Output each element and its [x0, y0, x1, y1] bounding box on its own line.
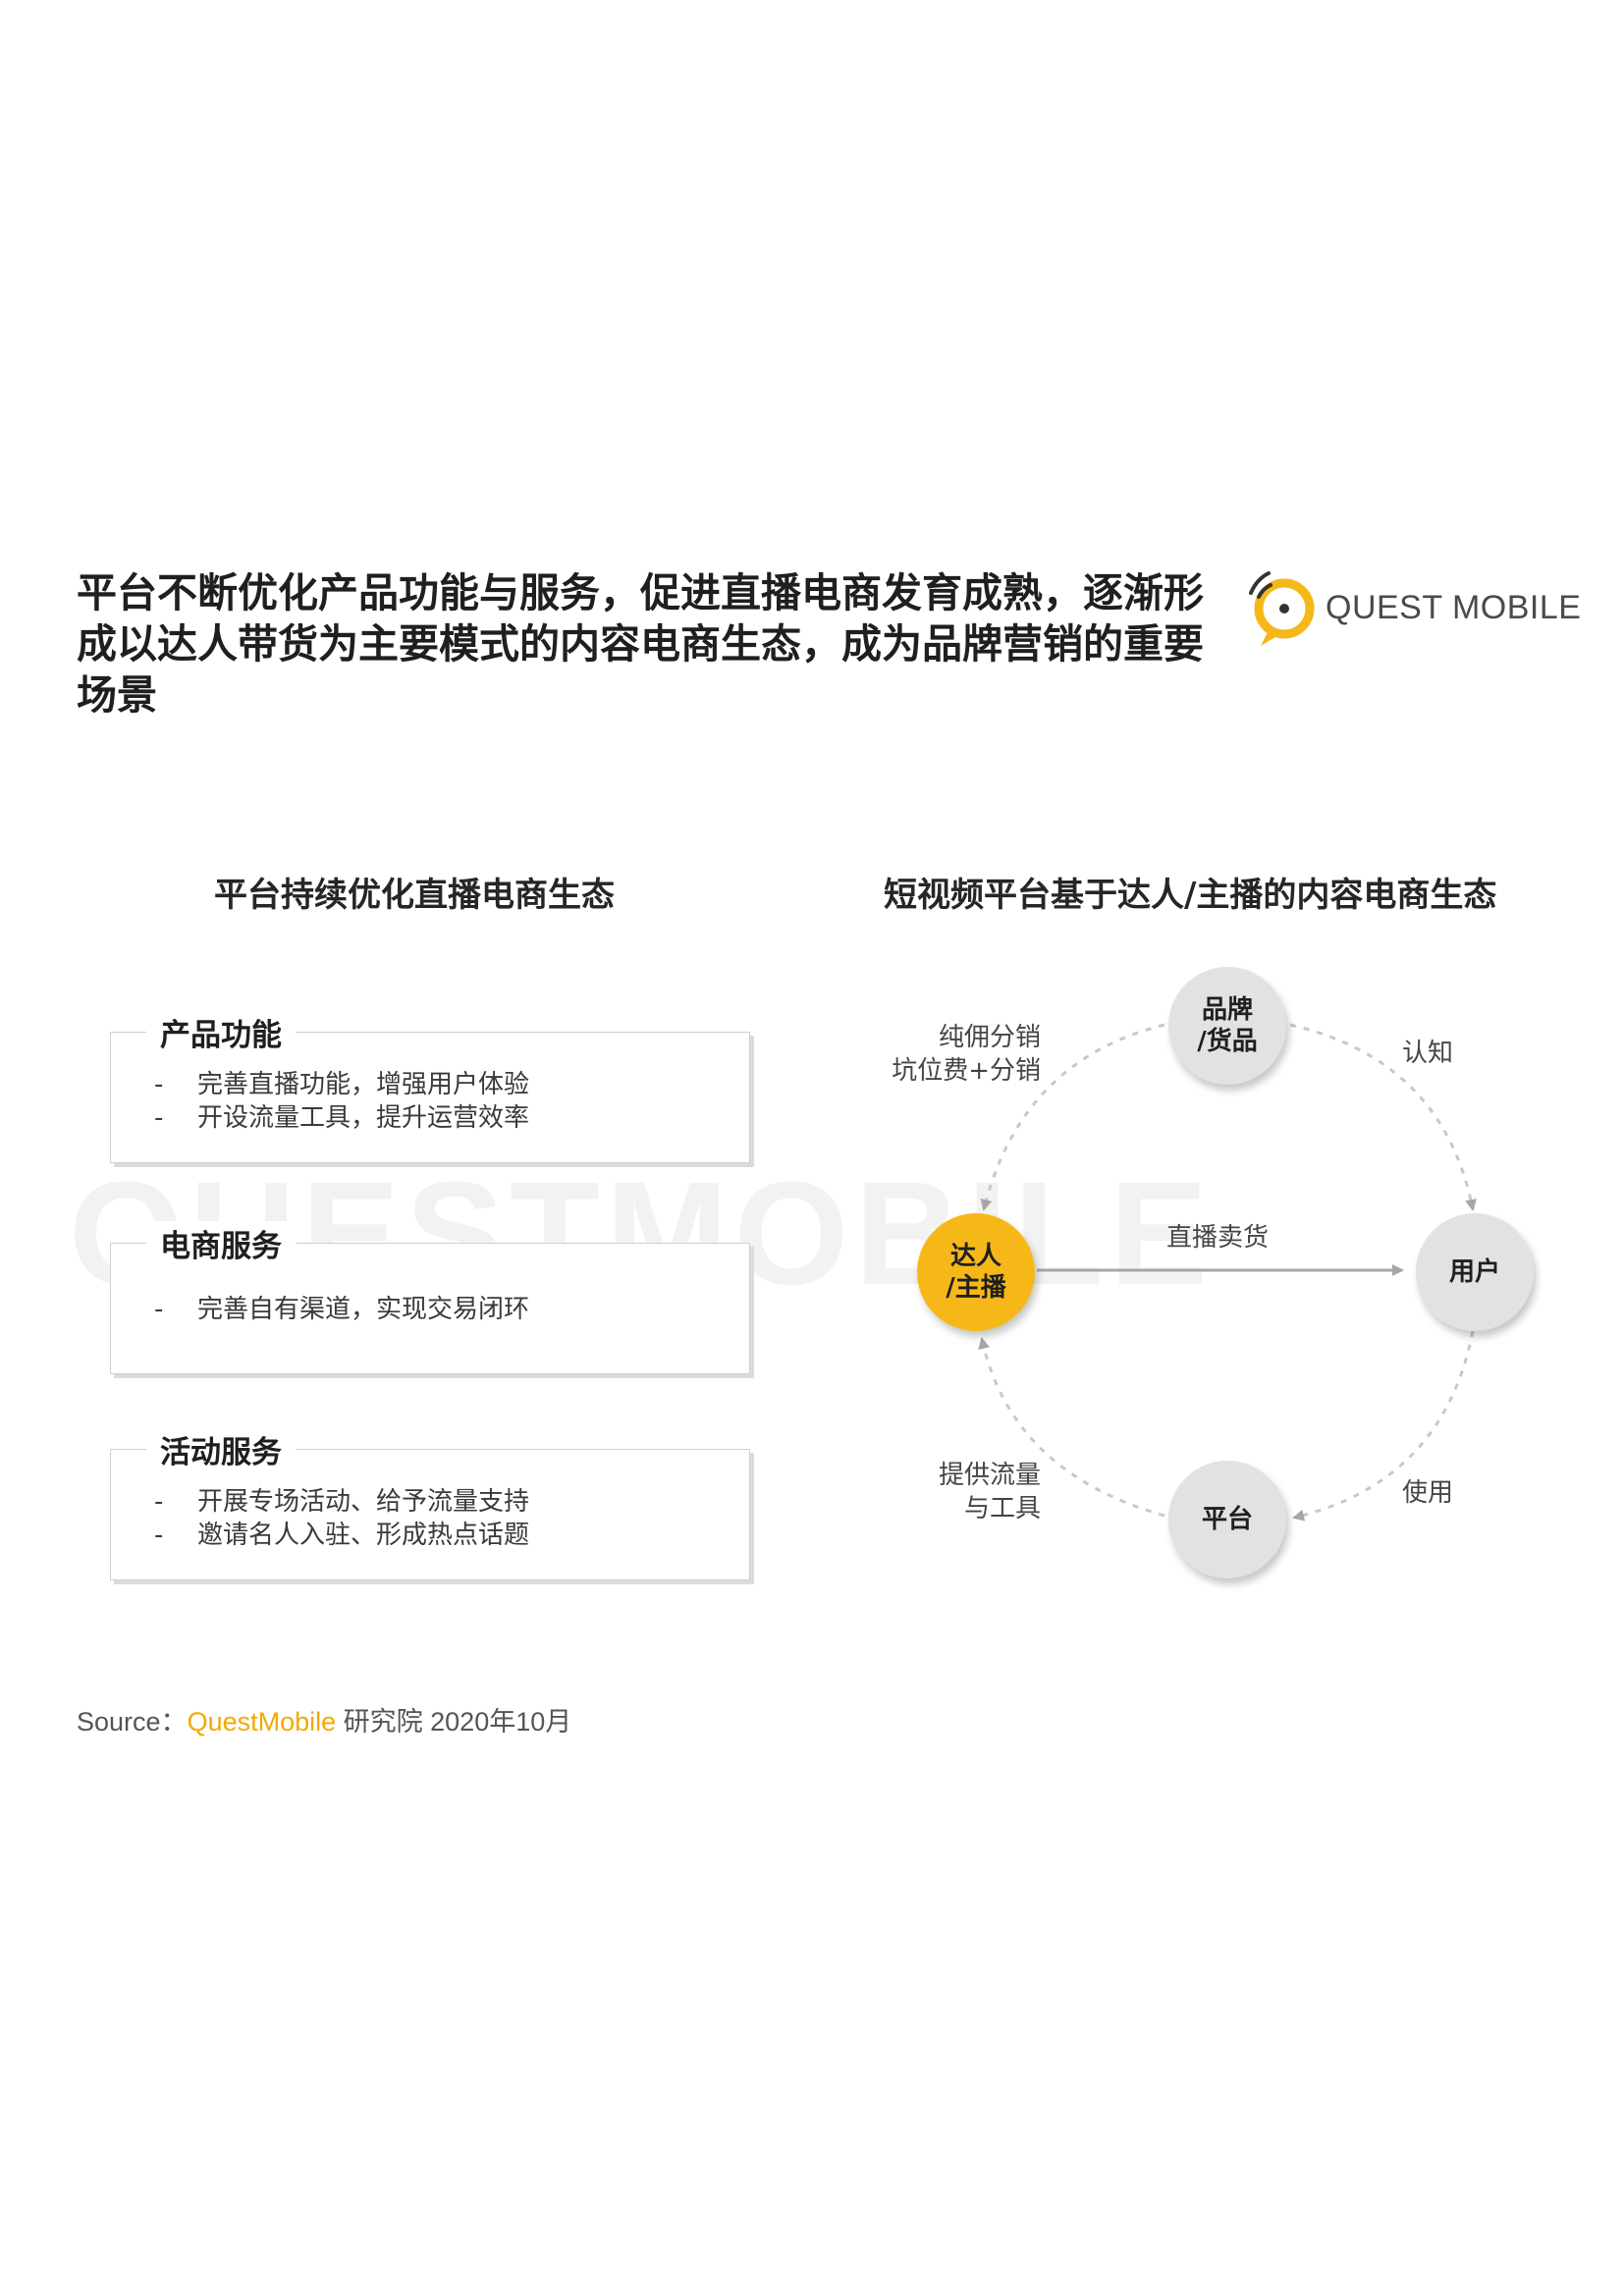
node-creator-host: 达人/主播	[917, 1213, 1035, 1331]
box-list: -开展专场活动、给予流量支持 -邀请名人入驻、形成热点话题	[154, 1485, 529, 1552]
edge-label-brand-to-creator: 纯佣分销 坑位费+分销	[892, 1023, 1041, 1086]
edge-label-brand-to-user: 认知	[1402, 1039, 1454, 1068]
node-platform: 平台	[1168, 1461, 1286, 1578]
edge-brand-to-user	[1289, 1023, 1477, 1211]
edge-label-platform-to-creator: 提供流量 与工具	[938, 1461, 1041, 1523]
page-title: 平台不断优化产品功能与服务，促进直播电商发育成熟，逐渐形成以达人带货为主要模式的…	[77, 569, 1204, 719]
box-list: -完善直播功能，增强用户体验 -开设流量工具，提升运营效率	[154, 1068, 529, 1135]
right-panel-title: 短视频平台基于达人/主播的内容电商生态	[884, 876, 1497, 915]
list-item: -邀请名人入驻、形成热点话题	[154, 1521, 530, 1550]
feature-box-commerce: 电商服务 -完善自有渠道，实现交易闭环	[110, 1221, 750, 1374]
logo-mark-icon	[1249, 571, 1315, 646]
box-list: -完善自有渠道，实现交易闭环	[154, 1293, 529, 1326]
list-item: -开展专场活动、给予流量支持	[154, 1487, 530, 1517]
edge-platform-to-creator	[978, 1337, 1165, 1518]
feature-box-product: 产品功能 -完善直播功能，增强用户体验 -开设流量工具，提升运营效率	[110, 1010, 750, 1163]
source-note: Source：QuestMobile 研究院 2020年10月	[77, 1707, 572, 1736]
box-heading: 产品功能	[146, 1010, 296, 1054]
feature-box-events: 活动服务 -开展专场活动、给予流量支持 -邀请名人入驻、形成热点话题	[110, 1427, 750, 1580]
list-item: -完善直播功能，增强用户体验	[154, 1070, 530, 1099]
edge-label-creator-to-user: 直播卖货	[1166, 1223, 1270, 1253]
node-brand-goods: 品牌/货品	[1168, 967, 1286, 1085]
edge-brand-to-creator	[980, 1023, 1165, 1211]
list-item: -完善自有渠道，实现交易闭环	[154, 1295, 530, 1324]
quest-mobile-logo: QUEST MOBILE	[1239, 563, 1581, 662]
source-brand: QuestMobile	[187, 1707, 337, 1736]
edge-user-to-platform	[1292, 1330, 1475, 1522]
node-user: 用户	[1416, 1213, 1534, 1331]
logo-text: QUEST MOBILE	[1326, 589, 1582, 626]
list-item: -开设流量工具，提升运营效率	[154, 1103, 530, 1133]
left-panel-title: 平台持续优化直播电商生态	[214, 876, 615, 915]
box-heading: 电商服务	[146, 1221, 296, 1265]
box-heading: 活动服务	[146, 1427, 296, 1471]
edge-label-user-to-platform: 使用	[1402, 1478, 1454, 1508]
